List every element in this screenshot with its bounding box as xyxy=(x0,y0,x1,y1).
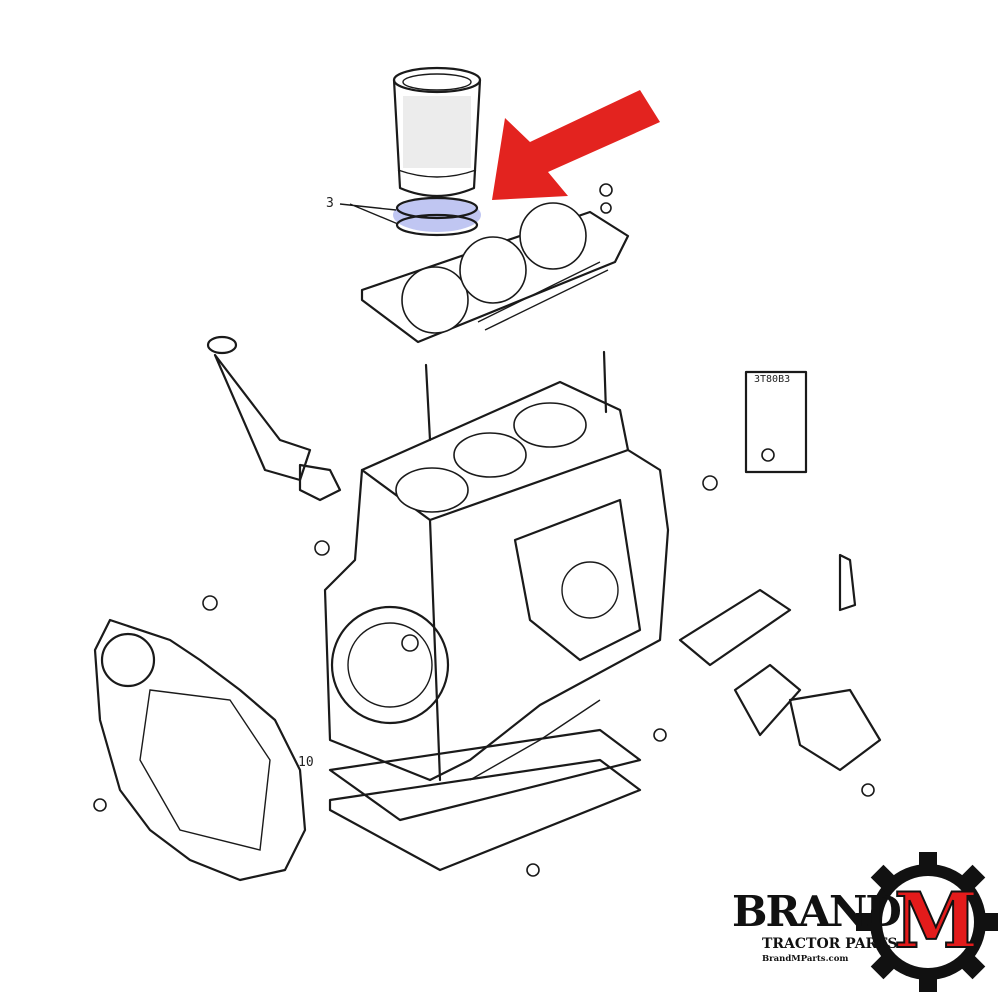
oil-filler-cap xyxy=(206,335,342,502)
o-ring-part-3 xyxy=(339,196,481,237)
rear-plate xyxy=(93,618,307,882)
cylinder-block xyxy=(323,380,670,782)
cylinder-liner xyxy=(392,66,482,198)
logo-tagline: TRACTOR PARTS xyxy=(762,936,898,952)
logo-brand-text: BRAND xyxy=(732,887,902,936)
callout-3: 3 xyxy=(326,196,334,211)
kit-box-label: 3T80B3 xyxy=(754,374,791,385)
head-gasket xyxy=(360,183,630,344)
red-arrow-icon xyxy=(492,90,660,200)
logo-m-letter: M xyxy=(893,876,979,965)
stud xyxy=(424,350,608,442)
logo-website: BrandMParts.com xyxy=(762,954,849,964)
bolts xyxy=(93,448,875,877)
callout-10: 10 xyxy=(298,755,314,770)
side-cover-and-pump xyxy=(678,370,882,772)
gear-icon xyxy=(856,852,998,992)
oil-pan-gaskets xyxy=(328,728,642,872)
brand-m-logo: BRAND M TRACTOR PARTS BrandMParts.com xyxy=(728,852,998,992)
